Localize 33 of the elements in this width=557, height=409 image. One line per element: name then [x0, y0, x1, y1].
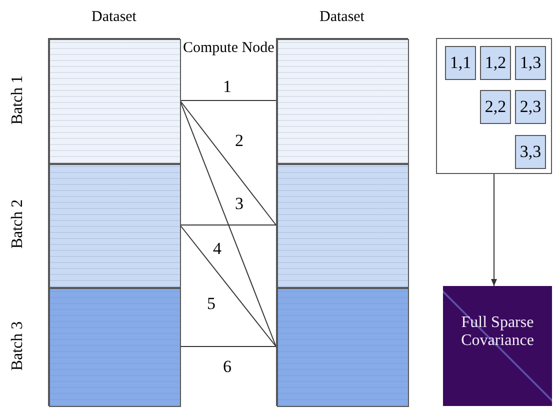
heatmap-title: Full Sparse Covariance — [460, 314, 535, 350]
row-label: Batch 3 — [9, 320, 27, 372]
matrix-block — [515, 90, 546, 124]
batch-block — [277, 164, 409, 288]
arrow — [491, 174, 497, 286]
batch-block — [49, 39, 181, 164]
matrix-block — [445, 46, 476, 80]
matrix-block — [515, 135, 546, 169]
block-label: 2,3 — [520, 97, 542, 117]
block-label: 1,1 — [450, 53, 472, 73]
matrix-frame — [436, 38, 552, 174]
matrix-block — [480, 90, 511, 124]
column-heading: Dataset — [318, 9, 366, 26]
matrix-block — [515, 46, 546, 80]
batch-block — [277, 288, 409, 407]
block-label: 2,2 — [484, 97, 506, 117]
block-label: 1,2 — [484, 53, 506, 73]
connector-line — [180, 100, 276, 101]
block-label: 3,3 — [520, 142, 542, 162]
column-heading: Dataset — [90, 9, 138, 26]
covariance-heatmap — [443, 286, 552, 406]
connector-line — [180, 224, 276, 347]
connector-line — [180, 100, 276, 226]
block-label: 1,3 — [520, 53, 542, 73]
matrix-block — [480, 46, 511, 80]
connector-line — [180, 346, 276, 347]
batch-block — [277, 39, 409, 164]
row-label: Batch 2 — [9, 198, 27, 251]
connector-line — [180, 224, 276, 226]
batch-block — [49, 288, 181, 407]
column-heading: Compute Node — [183, 40, 274, 57]
row-label: Batch 1 — [9, 74, 27, 126]
batch-block — [49, 164, 181, 288]
